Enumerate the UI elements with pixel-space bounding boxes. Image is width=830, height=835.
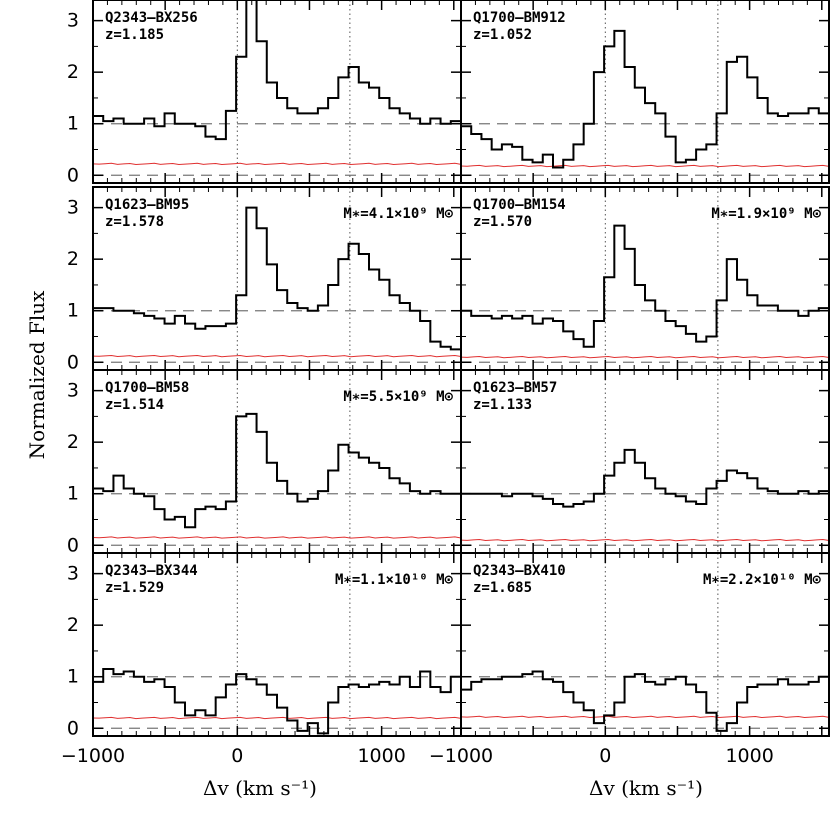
panel-mass: M∗=4.1×10⁹ M⊙ — [343, 206, 453, 222]
flux-spectrum — [93, 0, 461, 141]
x-tick-label: −1000 — [429, 745, 493, 767]
y-tick-label: 2 — [67, 614, 79, 636]
panel-redshift: z=1.529 — [105, 580, 164, 596]
x-tick-label: 1000 — [357, 745, 405, 767]
error-spectrum — [461, 538, 829, 542]
flux-spectrum — [93, 412, 461, 529]
panel-plot-area — [461, 0, 829, 183]
panel-mass: M∗=5.5×10⁹ M⊙ — [343, 389, 453, 405]
panel-plot-area — [93, 553, 461, 736]
panel-redshift: z=1.133 — [473, 397, 532, 413]
error-spectrum — [93, 716, 461, 720]
x-tick-label: −1000 — [61, 745, 125, 767]
panel-mass: M∗=2.2×10¹⁰ M⊙ — [703, 572, 822, 588]
panel-plot-area — [93, 0, 461, 183]
panel-redshift: z=1.052 — [473, 27, 532, 43]
y-tick-label: 0 — [67, 534, 79, 556]
panel-name: Q2343–BX256 — [105, 10, 198, 26]
y-tick-label: 3 — [67, 197, 79, 219]
y-tick-label: 2 — [67, 431, 79, 453]
y-tick-label: 2 — [67, 248, 79, 270]
flux-spectrum — [461, 670, 829, 732]
y-tick-label: 0 — [67, 164, 79, 186]
y-tick-label: 1 — [67, 666, 79, 688]
panel-redshift: z=1.514 — [105, 397, 164, 413]
error-spectrum — [93, 354, 461, 358]
panel-redshift: z=1.570 — [473, 214, 532, 230]
panel-plot-area — [461, 187, 829, 370]
x-axis-label-left: Δv (km s⁻¹) — [203, 776, 317, 800]
error-spectrum — [93, 536, 461, 539]
panel-name: Q1623–BM95 — [105, 197, 189, 213]
panel-plot-area — [461, 370, 829, 553]
x-axis-label-right: Δv (km s⁻¹) — [589, 776, 703, 800]
panel-redshift: z=1.685 — [473, 580, 532, 596]
y-tick-label: 3 — [67, 380, 79, 402]
x-tick-label: 0 — [231, 745, 243, 767]
panel-plot-area — [93, 370, 461, 553]
y-axis-label: Normalized Flux — [25, 290, 49, 459]
flux-spectrum — [461, 448, 829, 508]
y-tick-label: 3 — [67, 563, 79, 585]
error-spectrum — [461, 355, 829, 359]
y-tick-label: 1 — [67, 300, 79, 322]
x-tick-label: 1000 — [725, 745, 773, 767]
error-spectrum — [461, 715, 829, 719]
panel-mass: M∗=1.1×10¹⁰ M⊙ — [335, 572, 454, 588]
x-tick-label: 0 — [599, 745, 611, 767]
panel-redshift: z=1.578 — [105, 214, 164, 230]
panel-redshift: z=1.185 — [105, 27, 164, 43]
panel-name: Q1700–BM154 — [473, 197, 566, 213]
error-spectrum — [93, 162, 461, 166]
y-tick-label: 1 — [67, 483, 79, 505]
panel-name: Q2343–BX410 — [473, 563, 566, 579]
panel-name: Q1623–BM57 — [473, 380, 557, 396]
panel-frame — [460, 552, 830, 737]
panel-frame — [460, 0, 830, 184]
flux-spectrum — [93, 206, 461, 351]
flux-spectrum — [461, 224, 829, 348]
panel-name: Q2343–BX344 — [105, 563, 198, 579]
flux-spectrum — [461, 29, 829, 169]
y-tick-label: 1 — [67, 113, 79, 135]
panel-plot-area — [93, 187, 461, 370]
y-tick-label: 0 — [67, 717, 79, 739]
y-tick-label: 2 — [67, 61, 79, 83]
y-tick-label: 0 — [67, 351, 79, 373]
panel-mass: M∗=1.9×10⁹ M⊙ — [711, 206, 821, 222]
panel-name: Q1700–BM912 — [473, 10, 566, 26]
y-tick-label: 3 — [67, 10, 79, 32]
error-spectrum — [461, 164, 829, 168]
flux-spectrum — [93, 667, 461, 735]
panel-plot-area — [461, 553, 829, 736]
panel-name: Q1700–BM58 — [105, 380, 189, 396]
